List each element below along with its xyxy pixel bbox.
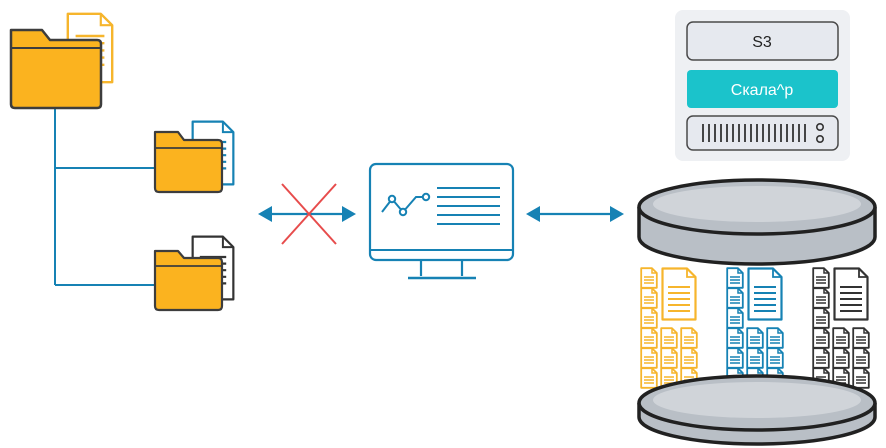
document-icon: [746, 327, 764, 349]
large-document-icon: [833, 267, 869, 321]
document-icon: [726, 307, 744, 329]
document-icon: [660, 347, 678, 369]
document-icon: [726, 347, 744, 369]
document-icon: [726, 287, 744, 309]
storage-disk-icon[interactable]: [637, 178, 877, 266]
document-icon: [852, 347, 870, 369]
large-document-icon: [747, 267, 783, 321]
document-icon: [832, 347, 850, 369]
s3-label: S3: [752, 34, 772, 51]
document-icon: [832, 327, 850, 349]
document-icon: [812, 267, 830, 289]
yellow-document-grid: [640, 267, 698, 389]
document-icon: [852, 327, 870, 349]
scaler-button[interactable]: Скала^р: [687, 70, 838, 108]
folder-with-document-icon[interactable]: [9, 12, 114, 110]
folder-tree: [9, 12, 235, 312]
document-icon: [660, 327, 678, 349]
server-rack-icon[interactable]: [686, 115, 839, 151]
blocked-connection-icon: [258, 183, 356, 245]
document-icon: [726, 327, 744, 349]
bidirectional-arrow-icon: [526, 206, 624, 222]
s3-button[interactable]: S3: [686, 21, 839, 61]
subfolder-blue-icon[interactable]: [153, 120, 235, 194]
storage-stack-panel: S3 Скала^р: [675, 10, 850, 161]
tree-connector-lines: [54, 108, 155, 286]
document-icon: [766, 327, 784, 349]
document-icon: [640, 327, 658, 349]
document-icon: [726, 267, 744, 289]
bidirectional-arrow-icon: [258, 206, 356, 222]
blue-document-grid: [726, 267, 784, 389]
large-document-icon: [661, 267, 697, 321]
subfolder-dark-icon[interactable]: [153, 235, 235, 312]
document-icon: [640, 307, 658, 329]
document-icon: [640, 347, 658, 369]
red-cross-icon: [281, 183, 337, 245]
document-icon: [746, 347, 764, 369]
document-icon: [640, 287, 658, 309]
document-icon: [812, 287, 830, 309]
document-icon: [680, 327, 698, 349]
storage-disk-icon[interactable]: [637, 374, 877, 446]
document-icon: [812, 307, 830, 329]
document-grid-icon: [640, 267, 870, 389]
monitor-dashboard-icon[interactable]: [368, 162, 515, 280]
document-icon: [680, 347, 698, 369]
document-icon: [640, 367, 658, 389]
dark-document-grid: [812, 267, 870, 389]
scaler-label: Скала^р: [731, 82, 794, 99]
document-icon: [812, 347, 830, 369]
document-icon: [852, 367, 870, 389]
document-icon: [640, 267, 658, 289]
document-icon: [812, 327, 830, 349]
document-icon: [766, 347, 784, 369]
